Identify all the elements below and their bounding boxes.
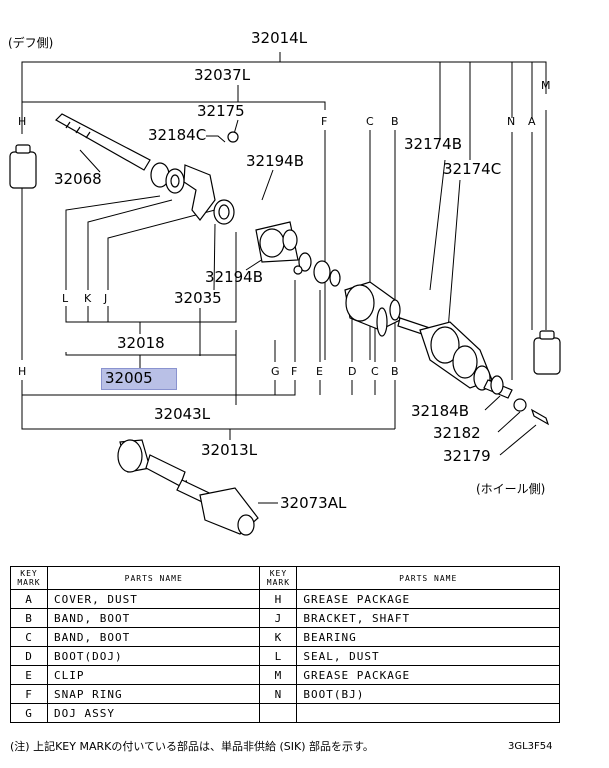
key-C-bottom: C	[371, 365, 379, 378]
name-cell: GREASE PACKAGE	[296, 665, 560, 685]
key-cell: B	[10, 608, 48, 628]
part-32175[interactable]: 32175	[197, 102, 245, 120]
key-N: N	[507, 115, 516, 128]
name-cell: SEAL, DUST	[296, 646, 560, 666]
name-cell: BOOT(DOJ)	[46, 646, 261, 666]
part-32174B[interactable]: 32174B	[404, 135, 463, 153]
key-cell: C	[10, 627, 48, 647]
diagram-code: 3GL3F54	[508, 741, 553, 752]
diff-side-label: (デフ側)	[8, 36, 54, 50]
parts-key-table: KEY MARK PARTS NAME KEY MARK PARTS NAME …	[10, 566, 560, 723]
key-H-bottom: H	[18, 365, 27, 378]
part-32005[interactable]: 32005	[105, 369, 153, 387]
name-cell: BAND, BOOT	[46, 608, 261, 628]
table-row: D BOOT(DOJ) L SEAL, DUST	[10, 646, 560, 666]
part-32179[interactable]: 32179	[443, 447, 491, 465]
key-H-top: H	[18, 115, 27, 128]
key-cell: G	[10, 703, 48, 723]
part-32194B-upper[interactable]: 32194B	[246, 152, 305, 170]
name-cell: COVER, DUST	[46, 589, 261, 609]
table-header-key-mark: KEY MARK	[10, 566, 48, 590]
key-G: G	[271, 365, 280, 378]
key-cell: H	[259, 589, 298, 609]
key-F-bottom: F	[291, 365, 298, 378]
part-32043L[interactable]: 32043L	[154, 405, 211, 423]
table-header-parts-name-2: PARTS NAME	[296, 566, 560, 590]
key-cell: N	[259, 684, 298, 704]
footnote: (注) 上記KEY MARKの付いている部品は、単品非供給 (SIK) 部品を示…	[10, 740, 374, 753]
part-32018[interactable]: 32018	[117, 334, 165, 352]
part-32182[interactable]: 32182	[433, 424, 481, 442]
key-cell: M	[259, 665, 298, 685]
name-cell: CLIP	[46, 665, 261, 685]
key-J: J	[104, 292, 108, 305]
part-32174C[interactable]: 32174C	[443, 160, 502, 178]
name-cell: BEARING	[296, 627, 560, 647]
table-row: E CLIP M GREASE PACKAGE	[10, 665, 560, 685]
key-cell	[259, 703, 298, 723]
name-cell: SNAP RING	[46, 684, 261, 704]
part-32068[interactable]: 32068	[54, 170, 102, 188]
table-row: C BAND, BOOT K BEARING	[10, 627, 560, 647]
key-B-top: B	[391, 115, 399, 128]
name-cell: DOJ ASSY	[46, 703, 261, 723]
part-32073AL[interactable]: 32073AL	[280, 494, 347, 512]
table-header-parts-name: PARTS NAME	[46, 566, 261, 590]
part-32013L[interactable]: 32013L	[201, 441, 258, 459]
key-cell: F	[10, 684, 48, 704]
table-row: B BAND, BOOT J BRACKET, SHAFT	[10, 608, 560, 628]
key-cell: L	[259, 646, 298, 666]
key-cell: J	[259, 608, 298, 628]
name-cell: BAND, BOOT	[46, 627, 261, 647]
wheel-side-label: (ホイール側)	[476, 482, 546, 496]
key-cell: A	[10, 589, 48, 609]
highlight-32005	[101, 368, 177, 390]
key-B-bottom: B	[391, 365, 399, 378]
key-cell: E	[10, 665, 48, 685]
table-row: G DOJ ASSY	[10, 703, 560, 723]
table-header-key-mark-2: KEY MARK	[259, 566, 298, 590]
key-cell: K	[259, 627, 298, 647]
name-cell: GREASE PACKAGE	[296, 589, 560, 609]
key-C-top: C	[366, 115, 374, 128]
key-D: D	[348, 365, 357, 378]
key-E: E	[316, 365, 323, 378]
key-K: K	[84, 292, 92, 305]
key-F-top: F	[321, 115, 328, 128]
key-cell: D	[10, 646, 48, 666]
table-row: F SNAP RING N BOOT(BJ)	[10, 684, 560, 704]
part-32037L[interactable]: 32037L	[194, 66, 251, 84]
name-cell: BRACKET, SHAFT	[296, 608, 560, 628]
part-32184C[interactable]: 32184C	[148, 126, 207, 144]
table-row: A COVER, DUST H GREASE PACKAGE	[10, 589, 560, 609]
key-M: M	[541, 79, 551, 92]
name-cell: BOOT(BJ)	[296, 684, 560, 704]
part-32035[interactable]: 32035	[174, 289, 222, 307]
key-L: L	[62, 292, 69, 305]
part-32014L[interactable]: 32014L	[251, 29, 308, 47]
key-A: A	[528, 115, 536, 128]
part-32194B-lower[interactable]: 32194B	[205, 268, 264, 286]
name-cell	[296, 703, 560, 723]
part-32184B[interactable]: 32184B	[411, 402, 470, 420]
